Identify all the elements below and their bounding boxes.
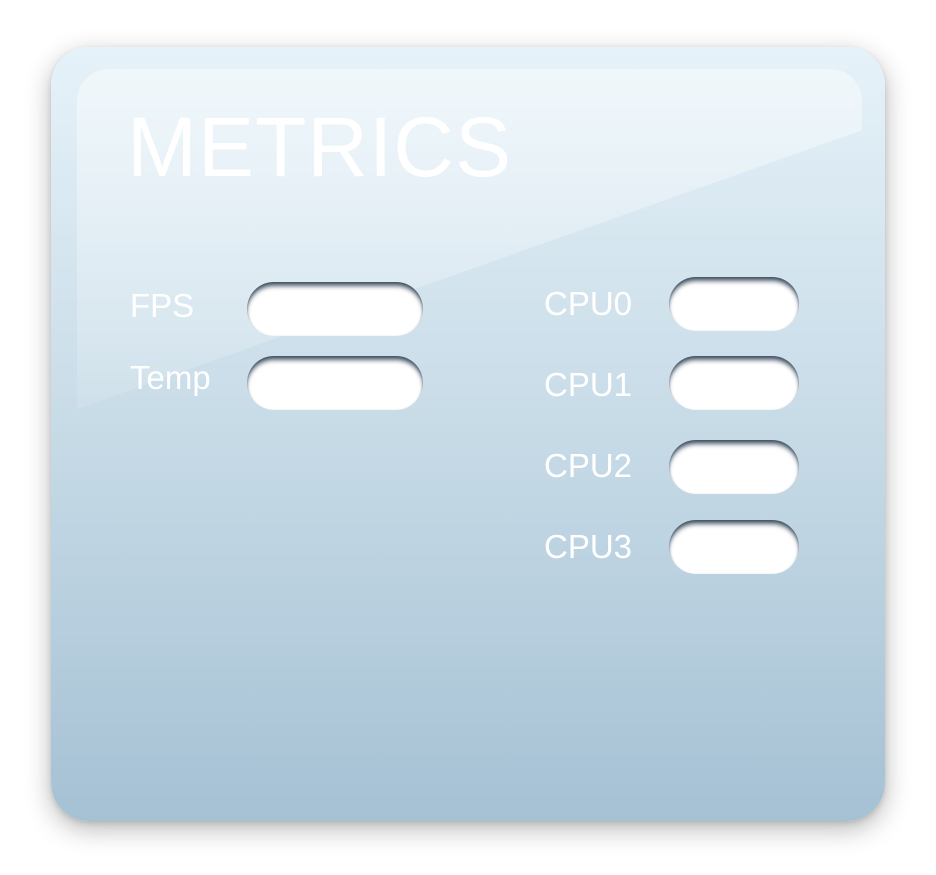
temp-value-field bbox=[247, 356, 423, 410]
panel-title: METRICS bbox=[127, 100, 512, 194]
fps-value-field bbox=[247, 282, 423, 336]
cpu1-label: CPU1 bbox=[544, 366, 633, 403]
cpu3-label: CPU3 bbox=[544, 528, 633, 565]
metrics-panel: METRICS FPS Temp CPU0 CPU1 CPU2 CPU3 bbox=[51, 47, 885, 821]
cpu1-value-field bbox=[669, 356, 799, 410]
cpu0-label: CPU0 bbox=[544, 285, 633, 322]
temp-label: Temp bbox=[130, 359, 211, 396]
cpu2-value-field bbox=[669, 440, 799, 494]
cpu3-value-field bbox=[669, 520, 799, 574]
fps-label: FPS bbox=[130, 287, 195, 324]
cpu2-label: CPU2 bbox=[544, 447, 633, 484]
cpu0-value-field bbox=[669, 277, 799, 331]
